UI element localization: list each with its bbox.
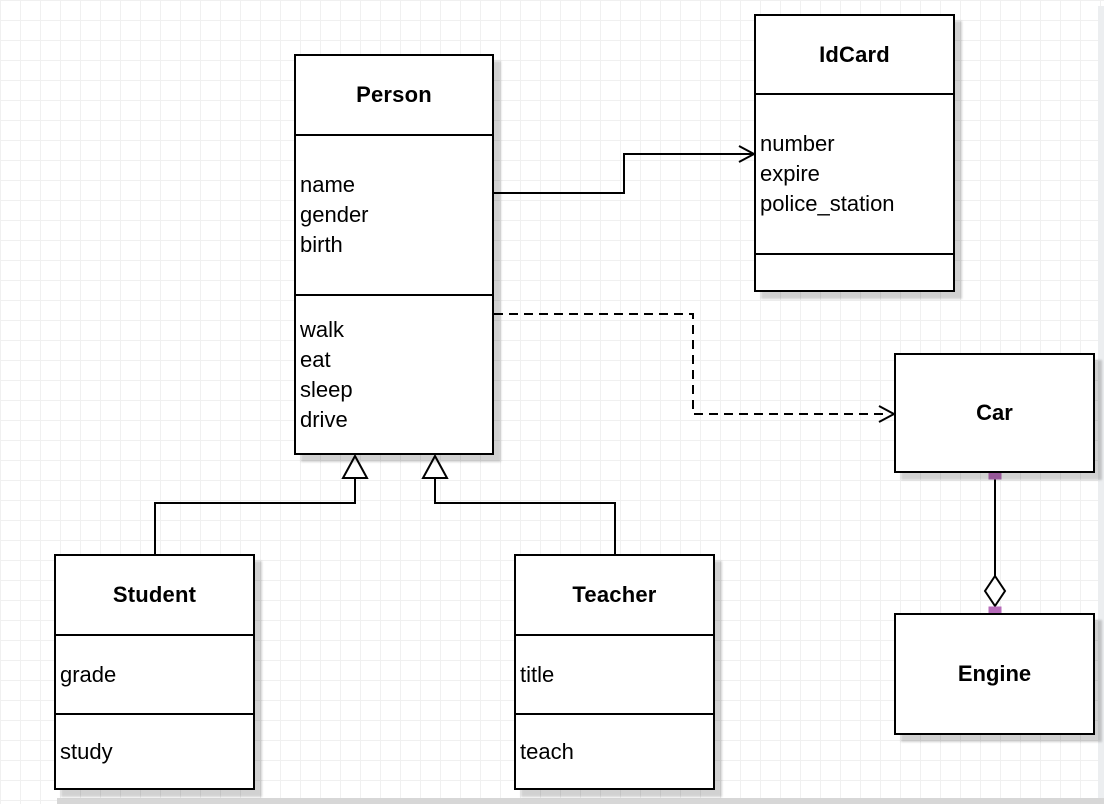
class-person[interactable]: Person name gender birth walk eat sleep … (294, 54, 494, 455)
class-teacher-title: Teacher (572, 582, 657, 607)
attribute: police_station (760, 191, 895, 216)
class-student-attributes: grade (56, 634, 253, 713)
attribute: name (300, 172, 356, 197)
class-car[interactable]: Car (894, 353, 1095, 473)
method: study (60, 738, 113, 764)
method: drive (300, 406, 348, 432)
open-arrowhead-icon (738, 145, 755, 163)
open-arrowhead-icon (878, 405, 895, 423)
method: eat (300, 346, 331, 372)
class-car-title: Car (976, 400, 1013, 425)
page-shadow-bottom (57, 798, 1104, 804)
hollow-diamond-icon (983, 574, 1007, 608)
page-shadow-right (1098, 6, 1104, 798)
class-teacher[interactable]: Teacher title teach (514, 554, 715, 790)
attribute: birth (300, 232, 343, 257)
class-person-methods: walk eat sleep drive (296, 294, 492, 453)
method: walk (300, 316, 345, 342)
class-student[interactable]: Student grade study (54, 554, 255, 790)
generalization-teacher-person[interactable] (421, 453, 616, 554)
class-student-title: Student (112, 582, 197, 607)
class-person-attributes: name gender birth (296, 134, 492, 294)
attribute: gender (300, 202, 369, 227)
class-idcard-methods (756, 253, 953, 290)
attribute: number (760, 131, 835, 156)
generalization-student-person[interactable] (154, 453, 369, 554)
method: sleep (300, 376, 353, 402)
class-student-methods: study (56, 713, 253, 788)
hollow-triangle-icon (421, 453, 449, 479)
class-teacher-methods: teach (516, 713, 713, 788)
class-engine-title: Engine (957, 661, 1032, 686)
class-idcard-title: IdCard (819, 41, 890, 67)
hollow-triangle-icon (341, 453, 369, 479)
attribute: title (520, 661, 555, 687)
aggregation-car-engine[interactable] (983, 466, 1007, 620)
class-teacher-attributes: title (516, 634, 713, 713)
attribute: grade (60, 661, 117, 687)
class-idcard-attributes: number expire police_station (756, 93, 953, 253)
dependency-person-car[interactable] (494, 313, 895, 423)
attribute: expire (760, 161, 820, 186)
association-person-idcard[interactable] (494, 145, 755, 194)
class-person-title: Person (356, 82, 432, 107)
class-idcard[interactable]: IdCard number expire police_station (754, 14, 955, 292)
class-engine[interactable]: Engine (894, 613, 1095, 735)
method: teach (520, 738, 574, 764)
